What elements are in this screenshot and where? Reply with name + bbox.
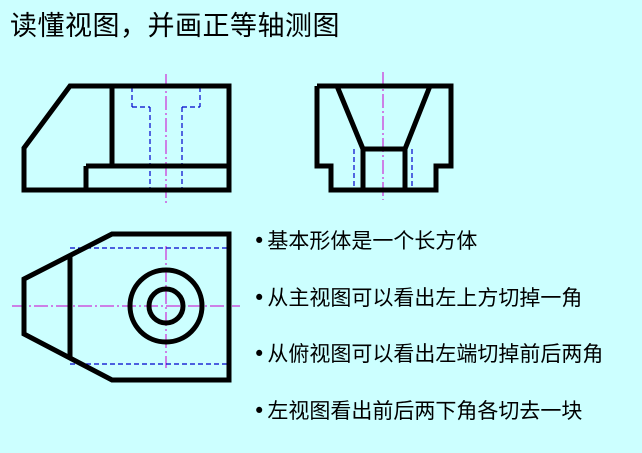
bullet-marker: •	[253, 398, 266, 423]
top-view-hidden-lines	[70, 247, 229, 365]
note-left-view-cut: •左视图看出前后两下角各切去一块	[253, 397, 603, 426]
top-view-centerlines	[12, 246, 240, 368]
top-view-counterbore-circles	[127, 267, 205, 345]
note-text: 从俯视图可以看出左端切掉前后两角	[267, 342, 604, 366]
front-view-hidden-lines	[131, 87, 201, 190]
left-view-hidden-lines	[353, 149, 413, 190]
front-view-outline	[21, 83, 232, 193]
left-side-view	[314, 72, 454, 200]
page-title: 读懂视图，并画正等轴测图	[10, 11, 340, 42]
top-view	[12, 231, 240, 383]
bullet-marker: •	[253, 285, 266, 310]
front-view	[21, 74, 232, 204]
note-text: 基本形体是一个长方体	[267, 229, 478, 253]
note-top-view-cut: •从俯视图可以看出左端切掉前后两角	[253, 340, 603, 369]
left-view-outline	[314, 83, 454, 193]
top-view-outline	[21, 231, 232, 383]
analysis-notes: •基本形体是一个长方体 •从主视图可以看出左上方切掉一角 •从俯视图可以看出左端…	[253, 227, 603, 453]
bullet-marker: •	[253, 342, 266, 366]
note-text: 左视图看出前后两下角各切去一块	[267, 398, 583, 423]
note-front-view-cut: •从主视图可以看出左上方切掉一角	[253, 284, 603, 313]
bullet-marker: •	[253, 229, 266, 253]
note-base-shape: •基本形体是一个长方体	[253, 227, 603, 256]
orthographic-views	[12, 72, 454, 383]
note-text: 从主视图可以看出左上方切掉一角	[267, 285, 583, 310]
